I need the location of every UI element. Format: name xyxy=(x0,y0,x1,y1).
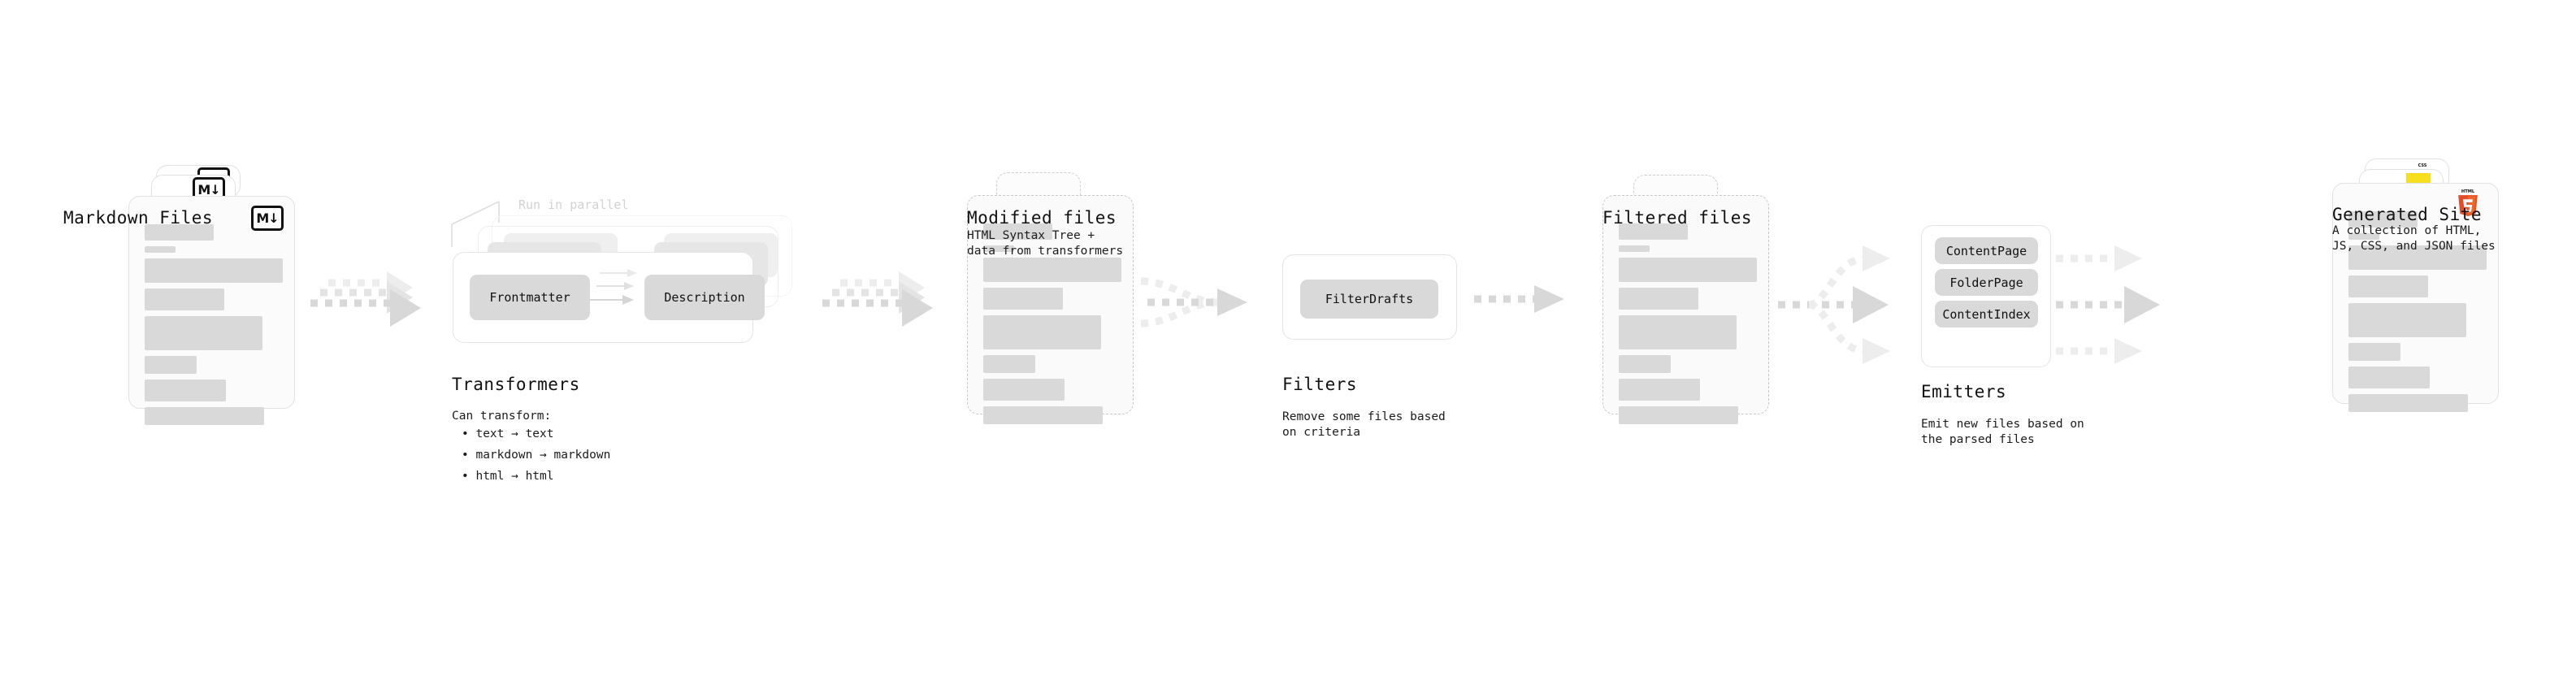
transformer-pill-description[interactable]: Description xyxy=(644,275,765,320)
filter-pill-filterdrafts[interactable]: FilterDrafts xyxy=(1300,280,1438,319)
arrow-transformers-to-modified xyxy=(822,271,933,327)
stage-title-generated-site: Generated Site xyxy=(2332,205,2483,224)
modified-files-subtitle: HTML Syntax Tree + data from transformer… xyxy=(967,229,1124,258)
stage-title-modified-files: Modified files xyxy=(967,208,1117,228)
arrow-modified-to-filters xyxy=(1140,277,1247,327)
stage-title-transformers: Transformers xyxy=(452,375,580,394)
stage-title-markdown-files: Markdown Files xyxy=(63,208,214,228)
arrow-filtered-to-emitters xyxy=(1778,245,1890,364)
markdown-document-card: M↓ xyxy=(128,196,295,425)
modified-document-card xyxy=(967,195,1134,424)
transformers-bullet-1: • markdown → markdown xyxy=(462,449,611,462)
svg-text:HTML: HTML xyxy=(2461,189,2475,194)
emitter-pill-folderpage[interactable]: FolderPage xyxy=(1935,269,2038,296)
transformers-bullet-2: • html → html xyxy=(462,470,554,483)
emitter-pill-contentindex[interactable]: ContentIndex xyxy=(1935,301,2038,327)
transformers-bullet-0: • text → text xyxy=(462,427,554,440)
filters-subtitle: Remove some files based on criteria xyxy=(1282,410,1446,439)
transformers-subtitle: Can transform: xyxy=(452,410,552,423)
emitters-subtitle: Emit new files based on the parsed files xyxy=(1921,418,2084,446)
transformer-pill-frontmatter[interactable]: Frontmatter xyxy=(470,275,590,320)
site-placeholder-bars xyxy=(2348,211,2487,418)
transformer-inner-arrows xyxy=(590,269,637,305)
arrow-filters-to-filtered xyxy=(1474,285,1564,313)
stage-title-filtered-files: Filtered files xyxy=(1602,208,1753,228)
emitter-pill-contentpage[interactable]: ContentPage xyxy=(1935,237,2038,264)
filtered-placeholder-bars xyxy=(1619,223,1757,430)
generated-site-subtitle: A collection of HTML, JS, CSS, and JSON … xyxy=(2332,224,2496,253)
stage-title-filters: Filters xyxy=(1282,375,1358,394)
filtered-document-card xyxy=(1602,195,1769,424)
html5-badge-icon: HTML xyxy=(2458,189,2478,216)
site-document-card: HTML xyxy=(2332,183,2499,412)
arrow-markdown-to-transformers xyxy=(310,271,421,327)
markdown-badge-icon: M↓ xyxy=(251,206,284,231)
modified-placeholder-bars xyxy=(983,223,1121,430)
arrow-emitters-to-site xyxy=(2056,245,2160,364)
stage-title-emitters: Emitters xyxy=(1921,382,2007,401)
run-in-parallel-label: Run in parallel xyxy=(518,197,629,212)
markdown-placeholder-bars xyxy=(145,224,283,431)
